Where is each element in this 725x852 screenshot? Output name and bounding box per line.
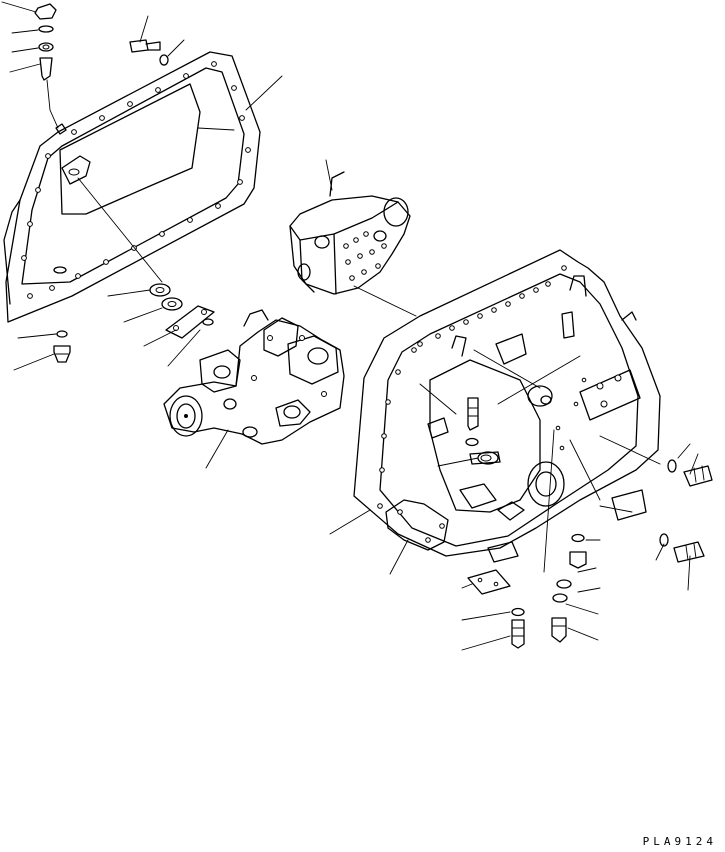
fastener-parts (129, 39, 713, 649)
pump-assembly (163, 309, 345, 445)
oil-pan-cover (3, 51, 261, 323)
drawing-code: PLA9124 (642, 835, 717, 848)
leader-lines (1, 1, 699, 651)
control-valve (289, 171, 411, 295)
case-flange-bolt-holes (377, 265, 567, 509)
transmission-case (353, 249, 661, 563)
strainer-parts (53, 177, 215, 363)
flange-bolt-holes (21, 61, 251, 299)
drain-plug-assembly (34, 3, 59, 129)
